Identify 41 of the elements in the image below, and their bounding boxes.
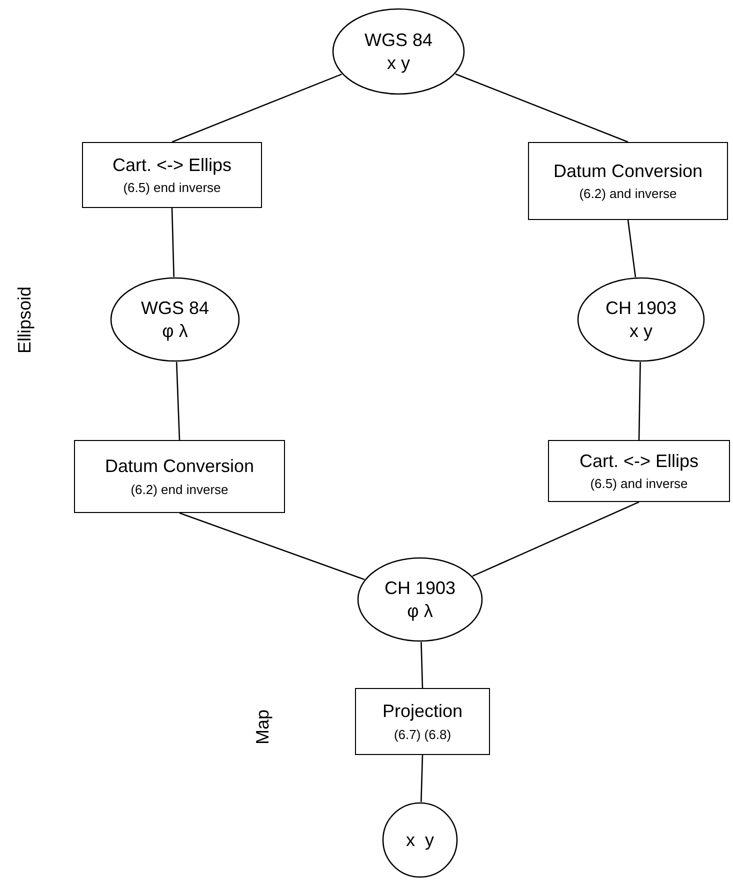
connector-line [176, 362, 180, 440]
process-box [82, 142, 262, 208]
connector-line [420, 754, 424, 802]
node-subtitle: φ λ [407, 600, 433, 622]
connector-line [455, 73, 628, 143]
process-box [355, 688, 490, 755]
node-subtitle: φ λ [162, 320, 188, 342]
process-box [548, 440, 730, 502]
node-title: CH 1903 [384, 577, 456, 600]
connector-line [638, 362, 641, 440]
connector-line [172, 74, 342, 143]
node-title: Cart. <-> Ellips [112, 154, 232, 176]
process-box [74, 440, 285, 513]
ellipse-node [332, 8, 465, 95]
node-title: WGS 84 [364, 29, 433, 52]
connector-line [420, 642, 424, 688]
node-title: Projection [382, 700, 463, 723]
node-subtitle: (6.7) (6.8) [394, 726, 452, 743]
connector-line [472, 501, 640, 577]
node-title: Cart. <-> Ellips [579, 450, 699, 472]
node-subtitle: x y [629, 320, 652, 342]
node-title: CH 1903 [605, 297, 677, 320]
axis-label: Ellipsoid [14, 286, 36, 354]
node-title: Datum Conversion [553, 160, 703, 182]
connector-line [627, 220, 636, 278]
ellipse-node [382, 802, 458, 878]
node-title: Datum Conversion [104, 455, 254, 478]
connector-line [171, 208, 174, 278]
node-subtitle: (6.5) end inverse [123, 180, 221, 196]
node-subtitle: (6.2) and inverse [579, 186, 677, 202]
node-subtitle: x y [386, 52, 410, 74]
ellipse-node [110, 277, 240, 362]
axis-label: Map [252, 710, 274, 744]
node-title: WGS 84 [140, 297, 210, 320]
ellipse-node [357, 557, 483, 642]
connector-line [179, 512, 365, 580]
process-box [528, 142, 728, 220]
node-subtitle: (6.5) and inverse [590, 476, 688, 492]
node-title: x y [406, 828, 434, 852]
ellipse-node [577, 277, 705, 362]
node-subtitle: (6.2) end inverse [130, 482, 228, 498]
